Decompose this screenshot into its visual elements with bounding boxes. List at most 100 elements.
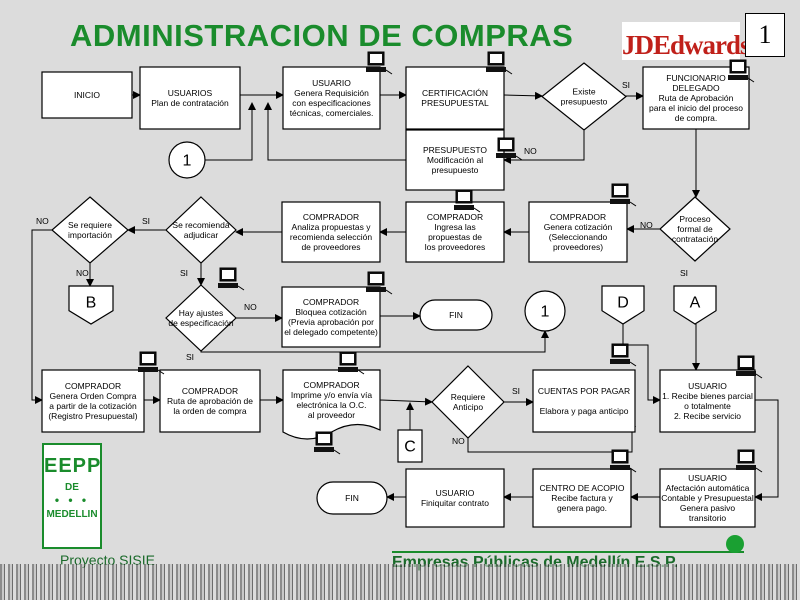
- node-label: Recibe factura y: [551, 493, 613, 503]
- node-label: Genera cotización: [544, 222, 613, 232]
- node-label: transitorio: [689, 513, 727, 523]
- shape-c1: [168, 141, 206, 179]
- node-label: B: [86, 295, 97, 312]
- node-label: importación: [68, 230, 112, 240]
- node-label: de especificación: [168, 318, 233, 328]
- node-label: Plan de contratación: [151, 98, 229, 108]
- node-label: Analiza propuestas y: [292, 222, 372, 232]
- node-label: COMPRADOR: [550, 212, 606, 222]
- computer-icon: [610, 449, 637, 473]
- shape-comp_gen: [528, 201, 628, 263]
- node-fin2: FIN: [316, 481, 388, 515]
- edge-3: [503, 91, 543, 100]
- node-label: de proveedores: [301, 242, 360, 252]
- node-label: USUARIOS: [168, 88, 213, 98]
- node-label: COMPRADOR: [303, 212, 359, 222]
- node-label: Anticipo: [453, 402, 484, 412]
- node-label: Ruta de aprobación de: [167, 396, 253, 406]
- node-label: COMPRADOR: [303, 297, 359, 307]
- edge-label: SI: [142, 216, 150, 226]
- node-label: proveedores): [553, 242, 603, 252]
- node-label: de compra.: [675, 113, 718, 123]
- node-label: CUENTAS POR PAGAR: [538, 386, 630, 396]
- computer-icon: [610, 343, 637, 367]
- shape-conn_c: [397, 429, 423, 463]
- edge-label: NO: [524, 146, 537, 156]
- node-label: electrónica la O.C.: [297, 400, 367, 410]
- edge-19: [31, 229, 52, 404]
- node-label: a partir de la cotización: [49, 401, 137, 411]
- shape-importacion: [51, 196, 129, 264]
- edge-22: [379, 397, 433, 406]
- node-label: 2. Recibe servicio: [674, 411, 741, 421]
- shape-c1b: [524, 290, 566, 332]
- shape-conn_d: [601, 285, 645, 325]
- node-label: o totalmente: [684, 401, 731, 411]
- node-label: COMPRADOR: [427, 212, 483, 222]
- node-label: USUARIO: [688, 473, 727, 483]
- node-label: (Seleccionando: [549, 232, 608, 242]
- node-label: recomienda selección: [290, 232, 372, 242]
- node-label: FIN: [449, 310, 463, 320]
- computer-icon: [728, 59, 755, 83]
- node-label: Se recomienda: [172, 220, 229, 230]
- shape-conn_b: [68, 285, 114, 325]
- node-label: Elabora y paga anticipo: [540, 406, 629, 416]
- shape-anticipo: [431, 365, 505, 439]
- node-label: Se requiere: [68, 220, 112, 230]
- computer-icon: [366, 271, 393, 295]
- edge-27: [754, 399, 779, 501]
- jdedwards-logo: JDEdwards®: [622, 22, 756, 60]
- node-label: 1: [183, 153, 192, 170]
- shape-fin1: [419, 299, 493, 331]
- node-label: COMPRADOR: [303, 380, 359, 390]
- node-label: INICIO: [74, 90, 100, 100]
- node-label: la orden de compra: [173, 406, 247, 416]
- node-label: (Registro Presupuestal): [48, 411, 137, 421]
- node-label: presupuesto: [432, 165, 479, 175]
- node-inicio: INICIO: [41, 71, 133, 119]
- shape-presupuesto: [405, 129, 505, 191]
- shape-ajustes: [165, 284, 237, 352]
- eepp-logo: EEPP DE • • • MEDELLIN: [42, 443, 102, 549]
- page-number: 1: [745, 13, 785, 57]
- edge-7: [205, 102, 256, 161]
- node-label: PRESUPUESTO: [423, 145, 487, 155]
- shape-comp_orden: [41, 369, 145, 433]
- shape-conn_a: [673, 285, 717, 325]
- computer-icon: [314, 431, 341, 455]
- node-conn_d: D: [601, 285, 645, 325]
- node-label: A: [690, 295, 701, 312]
- node-label: presupuesto: [561, 97, 608, 107]
- node-label: Genera pasivo: [680, 503, 736, 513]
- footer-noise: [0, 564, 800, 600]
- node-c1b: 1: [524, 290, 566, 332]
- node-c1: 1: [168, 141, 206, 179]
- edge-label: SI: [680, 268, 688, 278]
- node-label: COMPRADOR: [182, 386, 238, 396]
- node-label: Genera Orden Compra: [50, 391, 137, 401]
- node-label: Requiere: [451, 392, 486, 402]
- node-label: el delegado competente): [284, 327, 378, 337]
- edge-label: NO: [244, 302, 257, 312]
- page-title: ADMINISTRACION DE COMPRAS: [70, 18, 574, 53]
- node-label: con especificaciones: [292, 98, 370, 108]
- shape-comp_ing: [405, 201, 505, 263]
- edge-6: [264, 102, 406, 161]
- node-label: D: [617, 295, 629, 312]
- node-label: 1. Recibe bienes parcial: [662, 391, 753, 401]
- node-label: USUARIO: [436, 488, 475, 498]
- node-conn_a: A: [673, 285, 717, 325]
- node-label: CERTIFICACIÓN: [422, 88, 488, 98]
